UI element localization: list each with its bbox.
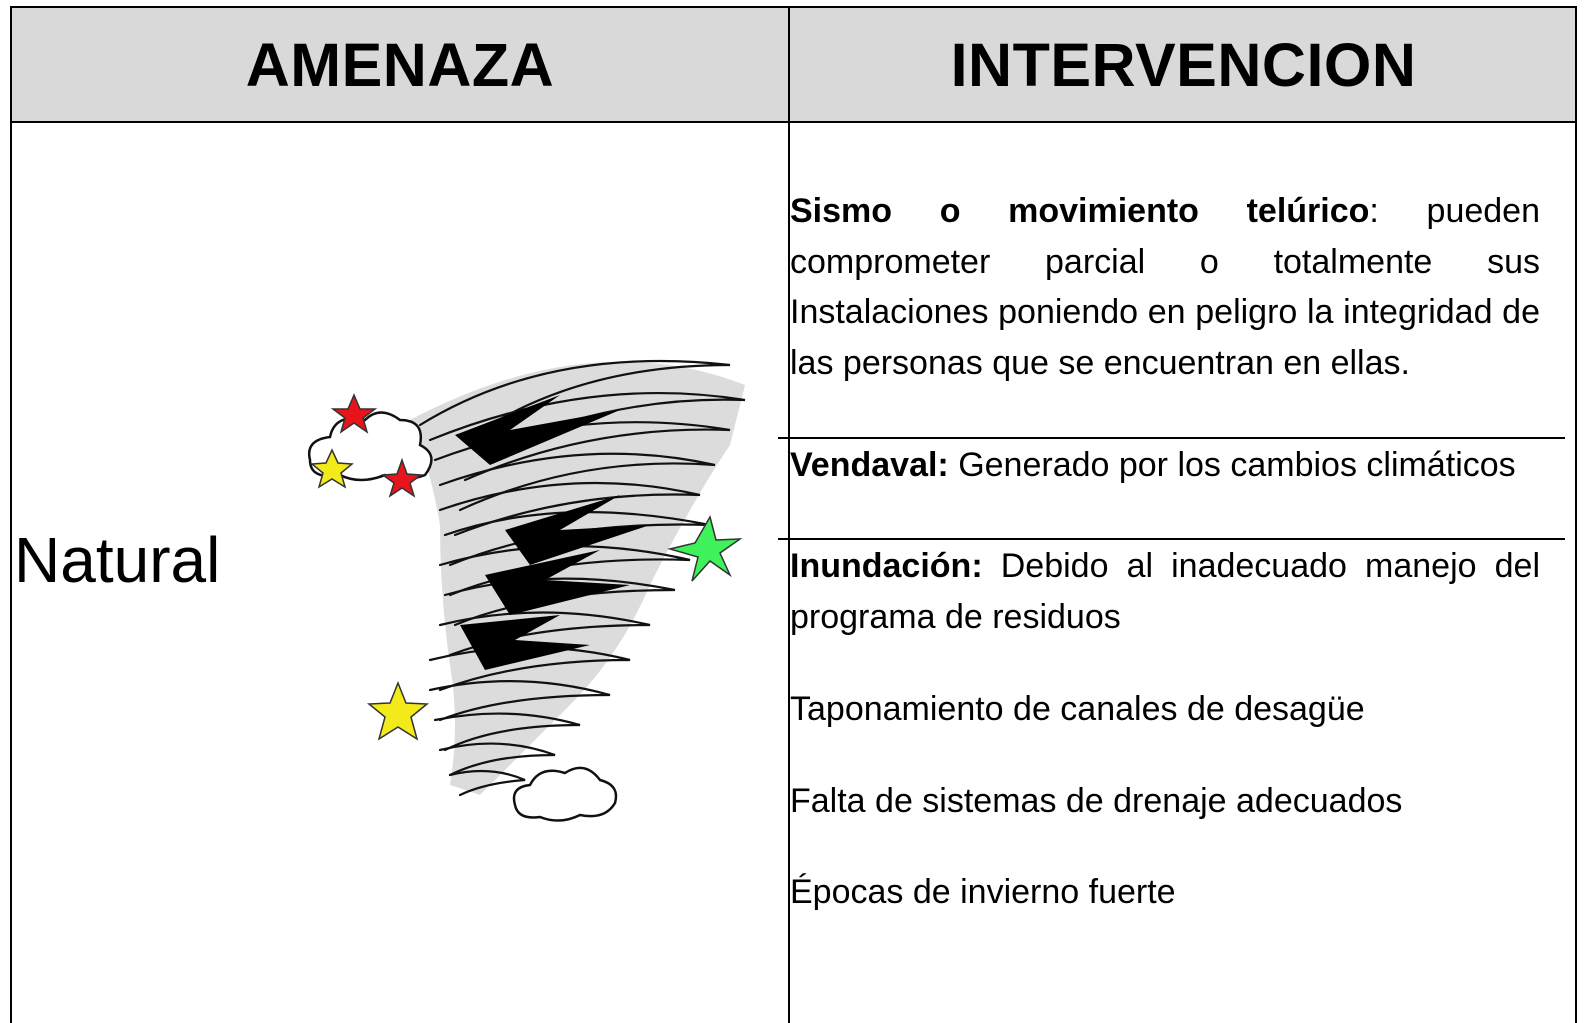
item-text: Generado por los cambios climáticos xyxy=(948,446,1516,484)
item-term: Sismo o movimiento telúrico xyxy=(790,192,1370,230)
cause-item: Falta de sistemas de drenaje adecuados xyxy=(790,782,1403,820)
item-vendaval: Vendaval: Generado por los cambios climá… xyxy=(790,440,1540,491)
lightning-strokes xyxy=(455,395,650,670)
item-sismo: Sismo o movimiento telúrico: pueden comp… xyxy=(790,186,1540,388)
header-intervencion: INTERVENCION xyxy=(950,30,1417,99)
item-text: Debido al inadecuado manejo del programa… xyxy=(790,547,1540,636)
header-amenaza: AMENAZA xyxy=(245,30,555,99)
item-term: Inundación: xyxy=(790,547,983,585)
star-green-icon xyxy=(667,515,743,582)
cause-item: Épocas de invierno fuerte xyxy=(790,873,1176,911)
category-natural: Natural xyxy=(14,524,221,596)
cause-item: Taponamiento de canales de desagüe xyxy=(790,690,1365,728)
column-divider xyxy=(788,8,790,1023)
item-inundacion: Inundación: Debido al inadecuado manejo … xyxy=(790,541,1540,642)
item-term: Vendaval: xyxy=(790,446,949,484)
star-yellow-icon xyxy=(310,448,354,489)
item-punct: : xyxy=(1369,192,1379,230)
tornado-icon xyxy=(307,359,746,822)
threat-table: AMENAZA INTERVENCION xyxy=(10,6,1577,1023)
star-red-icon xyxy=(380,457,424,498)
table-header xyxy=(12,8,1575,123)
row-divider xyxy=(778,437,1565,439)
star-red-icon xyxy=(330,393,378,434)
item-text: pueden comprometer parcial o totalmente … xyxy=(790,192,1540,382)
row-divider xyxy=(778,538,1565,540)
star-yellow-icon xyxy=(367,680,429,741)
